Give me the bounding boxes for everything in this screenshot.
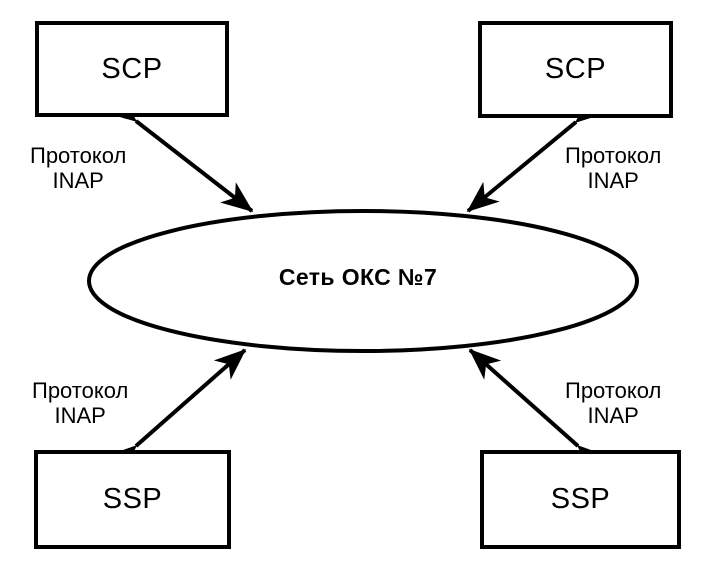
node-scp-left[interactable]: SCP <box>35 21 229 117</box>
node-ssp-left[interactable]: SSP <box>34 450 231 549</box>
edge-label-top-left: Протокол INAP <box>30 143 126 193</box>
edge-label-bottom-right: Протокол INAP <box>565 378 661 428</box>
edge-line-bottom-left <box>104 348 247 476</box>
edge-label-bottom-left-line2: INAP <box>54 403 106 428</box>
edge-label-bottom-left: Протокол INAP <box>32 378 128 428</box>
edge-label-bottom-left-line1: Протокол <box>32 378 129 403</box>
edge-label-top-left-line2: INAP <box>52 168 104 193</box>
edge-line-bottom-right <box>468 348 610 476</box>
node-scp-right[interactable]: SCP <box>478 21 673 118</box>
ss7-network-label: Сеть ОКС №7 <box>278 264 438 290</box>
edge-label-bottom-right-line1: Протокол <box>565 378 662 403</box>
node-ssp-left-label: SSP <box>102 483 163 515</box>
edge-label-bottom-right-line2: INAP <box>587 403 639 428</box>
edge-line-top-left <box>104 92 254 213</box>
node-ssp-right-label: SSP <box>550 483 611 515</box>
edge-line-top-right <box>466 92 608 213</box>
edge-label-top-right-line1: Протокол <box>565 143 662 168</box>
node-ssp-right[interactable]: SSP <box>480 450 681 549</box>
edge-label-top-right: Протокол INAP <box>565 143 661 193</box>
edge-label-top-left-line1: Протокол <box>30 143 127 168</box>
edge-label-top-right-line2: INAP <box>587 168 639 193</box>
node-scp-left-label: SCP <box>101 52 163 85</box>
node-scp-right-label: SCP <box>544 53 607 85</box>
